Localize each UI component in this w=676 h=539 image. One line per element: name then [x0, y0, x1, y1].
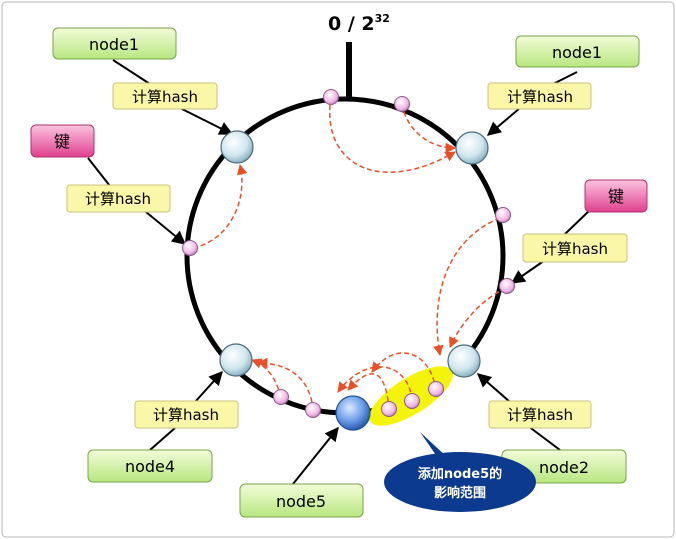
node1-point: [455, 131, 489, 165]
arrow-key-to-node5-a: [347, 373, 390, 410]
key-left-hash-label: 计算hash: [85, 190, 151, 208]
key-point: [428, 381, 444, 397]
node1-box: node1: [515, 35, 640, 68]
node2-connector-b: [476, 373, 511, 403]
node1-connector-b: [486, 107, 521, 136]
arrow-key-to-node1-b: [403, 111, 457, 154]
key-left-box: 键: [30, 124, 95, 158]
arrow-key-to-node3: [192, 163, 248, 249]
arrow-key-to-node4-b: [256, 357, 314, 411]
node1-hash-label: 计算hash: [507, 88, 573, 106]
node1-label: node1: [552, 43, 602, 62]
key-left-label: 键: [54, 132, 70, 151]
node3-label: node1: [89, 35, 139, 54]
node3-point: [220, 130, 254, 164]
key-right-hash-box: 计算hash: [522, 233, 628, 263]
node1-connector-a: [552, 71, 578, 85]
key-point: [323, 89, 339, 105]
key-point: [499, 278, 515, 294]
arrow-key-to-node5-b: [337, 366, 413, 401]
node3-box: node1: [52, 27, 177, 60]
key-right-label: 键: [608, 187, 624, 206]
node2-hash-box: 计算hash: [488, 400, 592, 429]
key-right-box: 键: [584, 179, 648, 213]
key-point: [182, 240, 198, 256]
node3-hash-box: 计算hash: [112, 82, 218, 110]
node4-point: [219, 343, 253, 377]
key-point: [495, 207, 511, 223]
key-point: [273, 389, 289, 405]
key-point: [381, 401, 397, 417]
node5-point: [335, 395, 371, 431]
node3-hash-label: 计算hash: [132, 88, 198, 106]
key-right-hash-label: 计算hash: [542, 240, 608, 258]
key-left-connector-a: [87, 157, 111, 187]
node5-box: node5: [239, 483, 364, 518]
arrow-key-to-node4-a: [251, 358, 282, 398]
origin-tick: [346, 42, 352, 98]
node5-impact-callout: 添加node5的 影响范围: [384, 432, 536, 512]
key-point: [394, 96, 410, 112]
key-point: [305, 402, 321, 418]
node4-box: node4: [87, 449, 213, 483]
node2-point: [447, 344, 481, 378]
node4-label: node4: [125, 457, 175, 476]
callout-line1: 添加node5的: [418, 466, 502, 482]
callout-line2: 影响范围: [434, 485, 486, 501]
arrow-key-to-node5-c: [371, 352, 437, 391]
key-right-connector-a: [564, 209, 591, 235]
node1-hash-box: 计算hash: [487, 82, 592, 110]
node4-hash-label: 计算hash: [153, 406, 219, 424]
node4-connector-b: [194, 370, 223, 403]
arrow-key-to-node2-a: [433, 217, 501, 357]
key-left-hash-box: 计算hash: [66, 184, 171, 213]
node5-connector: [292, 426, 339, 485]
key-left-connector-b: [145, 211, 187, 245]
node3-connector-a: [112, 59, 151, 85]
node5-label: node5: [276, 492, 326, 511]
node4-connector-a: [149, 427, 176, 451]
node2-label: node2: [539, 458, 589, 477]
arrow-key-to-node2-b: [449, 287, 507, 348]
node2-hash-label: 计算hash: [507, 406, 573, 424]
key-point: [404, 393, 420, 409]
node3-connector-b: [179, 107, 234, 135]
origin-label: 0 / 232: [328, 12, 390, 35]
node4-hash-box: 计算hash: [134, 400, 239, 429]
arrow-key-to-node1-a: [329, 104, 456, 174]
node2-connector-a: [527, 425, 561, 451]
